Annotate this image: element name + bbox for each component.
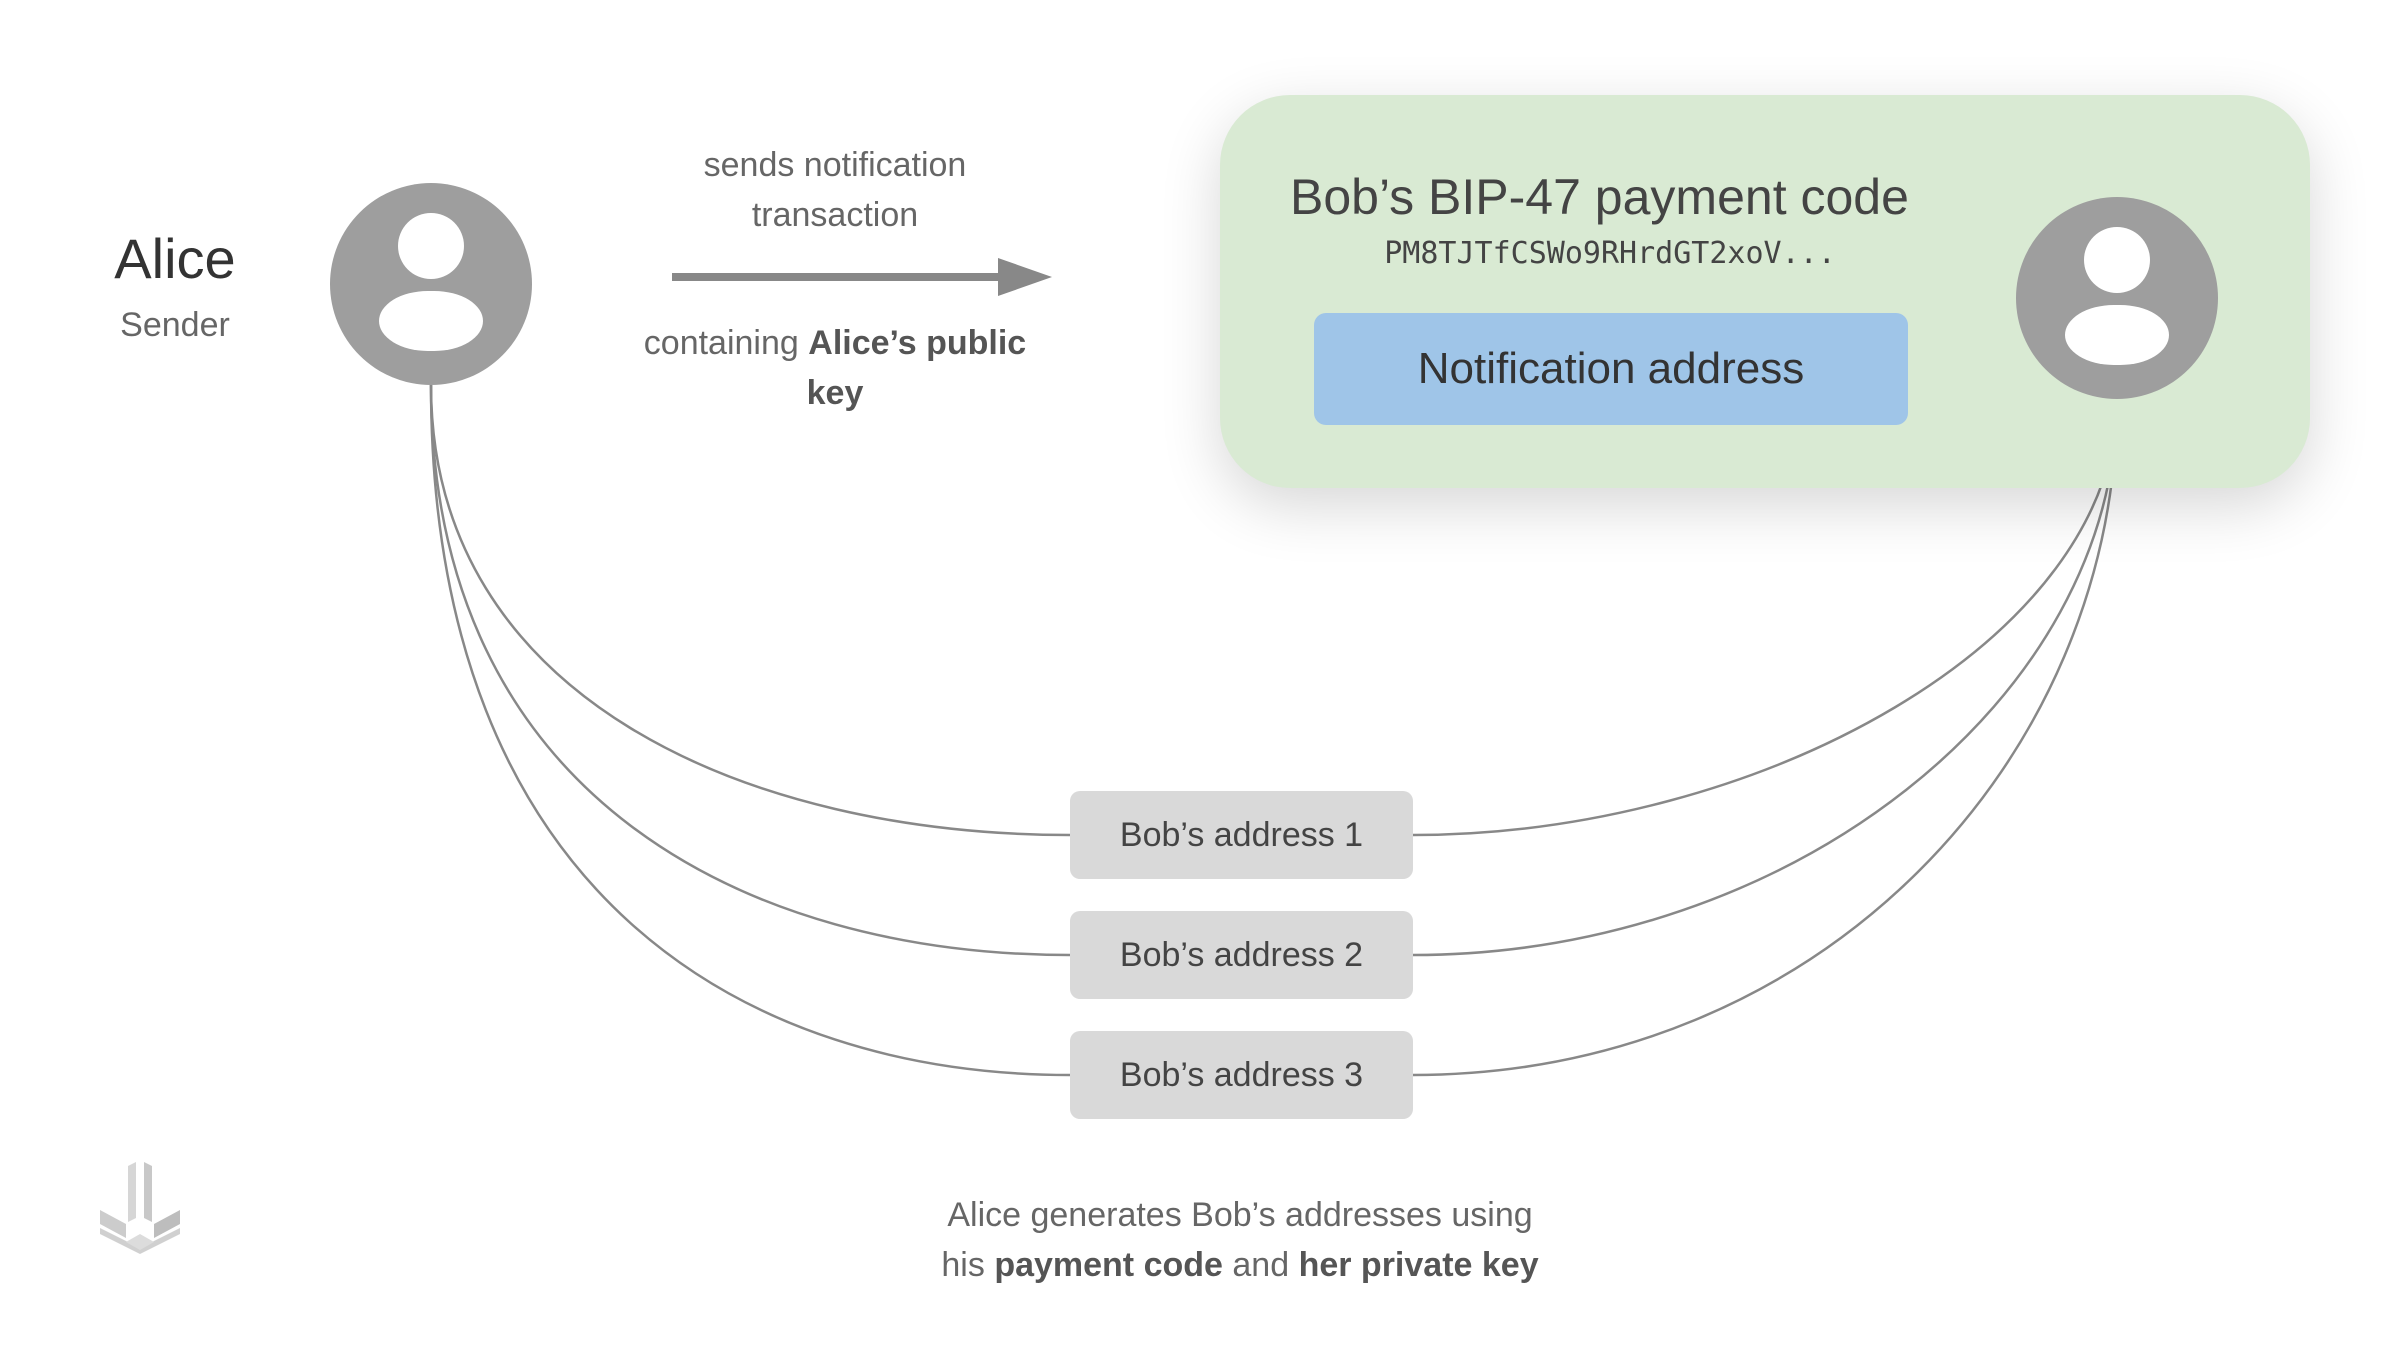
arrow-bottom-bold: Alice’s public key	[806, 324, 1027, 412]
caption-his: his	[941, 1246, 985, 1284]
payment-code-value: PM8TJTfCSWo9RHrdGT2xoV...	[1384, 236, 1836, 271]
address-label-2: Bob’s address 2	[1119, 935, 1364, 974]
caption-bold-2: her private key	[1298, 1246, 1539, 1284]
arrow-bottom-prefix: containing	[643, 324, 799, 362]
notification-arrow-head	[998, 258, 1052, 296]
address-label-1: Bob’s address 1	[1119, 815, 1364, 854]
notification-address-label: Notification address	[1417, 344, 1805, 393]
alice-to-address-1-line	[429, 384, 1071, 837]
caption-line-1: Alice generates Bob’s addresses using	[947, 1196, 1533, 1234]
address-label-3: Bob’s address 3	[1119, 1055, 1364, 1094]
address-1-to-bob-line	[1412, 397, 2119, 837]
address-2-to-bob-line	[1412, 397, 2119, 957]
caption-and: and	[1232, 1246, 1290, 1284]
arrow-bottom-label: containing Alice’s public key	[640, 318, 1030, 418]
alice-to-address-2-line	[429, 384, 1071, 957]
arrow-top-label: sends notification transaction	[703, 146, 967, 234]
logo-icon	[100, 1162, 180, 1254]
sender-role: Sender	[120, 306, 230, 344]
alice-to-address-3-line	[429, 384, 1071, 1077]
caption-bold-1: payment code	[994, 1246, 1223, 1284]
notification-address-box: Notification address	[1314, 313, 1908, 425]
sender-name: Alice	[114, 227, 236, 290]
address-3-to-bob-line	[1412, 397, 2119, 1077]
alice-user-avatar-icon	[330, 183, 532, 385]
diagram-caption: Alice generates Bob’s addresses using hi…	[820, 1190, 1660, 1290]
bob-user-avatar-icon	[2016, 197, 2218, 399]
address-box-2: Bob’s address 2	[1070, 911, 1413, 999]
address-box-1: Bob’s address 1	[1070, 791, 1413, 879]
address-box-3: Bob’s address 3	[1070, 1031, 1413, 1119]
payment-code-title: Bob’s BIP-47 payment code	[1290, 169, 1909, 225]
